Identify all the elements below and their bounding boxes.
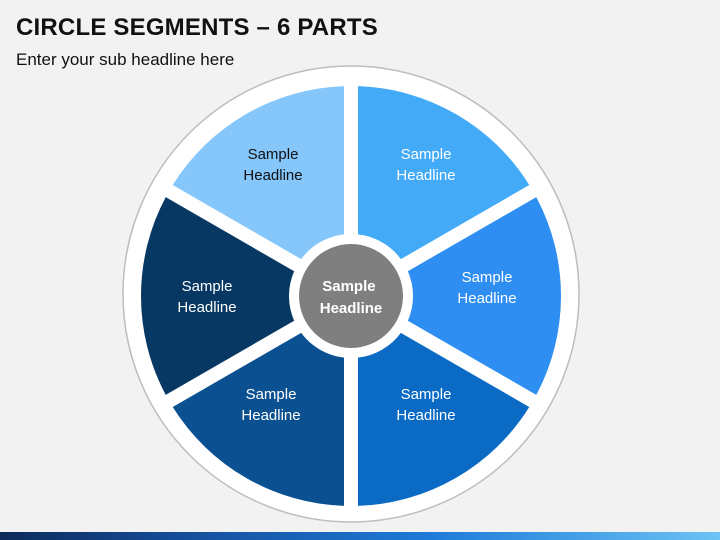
center-circle [299, 244, 403, 348]
segment-2-label-line2: Headline [457, 290, 516, 307]
center-label-line2: Headline [320, 300, 383, 317]
segment-6-label-line2: Headline [243, 167, 302, 184]
segment-6-label-line1: Sample [248, 146, 299, 163]
segment-2-label-line1: Sample [462, 269, 513, 286]
slide-title: CIRCLE SEGMENTS – 6 PARTS [16, 14, 378, 41]
segment-3-label-line1: Sample [401, 386, 452, 403]
segment-3-label-line2: Headline [396, 407, 455, 424]
segment-5-label-line2: Headline [177, 299, 236, 316]
segment-4-label-line2: Headline [241, 407, 300, 424]
segment-5-label-line1: Sample [182, 278, 233, 295]
segment-1 [358, 86, 530, 260]
segment-4 [172, 332, 344, 506]
slide-subtitle: Enter your sub headline here [16, 50, 235, 69]
center-label: Sample Headline [320, 278, 383, 317]
segment-5 [140, 197, 295, 395]
center-label-line1: Sample [322, 278, 375, 295]
footer-gradient-bar [0, 532, 720, 540]
segment-4-label-line1: Sample [246, 386, 297, 403]
segment-2 [407, 197, 562, 395]
segment-1-label-line1: Sample [401, 146, 452, 163]
segment-6 [172, 86, 344, 260]
segment-1-label-line2: Headline [396, 167, 455, 184]
segment-3 [358, 332, 530, 506]
